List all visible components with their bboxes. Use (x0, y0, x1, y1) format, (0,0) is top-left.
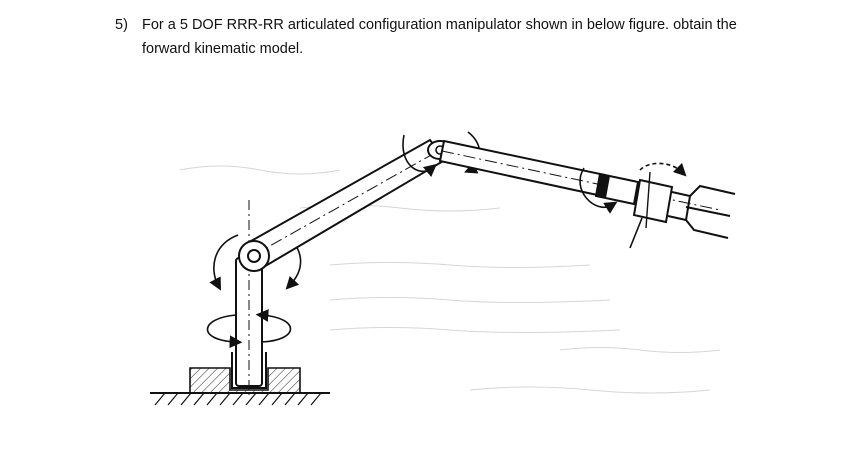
gripper-end-effector (667, 184, 736, 239)
wrist-roll (579, 167, 643, 249)
waist-rotation-arrow-icon (206, 309, 292, 349)
question-text-line-1: For a 5 DOF RRR-RR articulated configura… (142, 17, 737, 33)
upper-arm-link (238, 138, 447, 272)
wrist-pitch-block (632, 162, 687, 229)
question-text-line-2: forward kinematic model. (142, 41, 304, 57)
question-number: 5) (115, 17, 128, 33)
base-column (235, 200, 263, 395)
